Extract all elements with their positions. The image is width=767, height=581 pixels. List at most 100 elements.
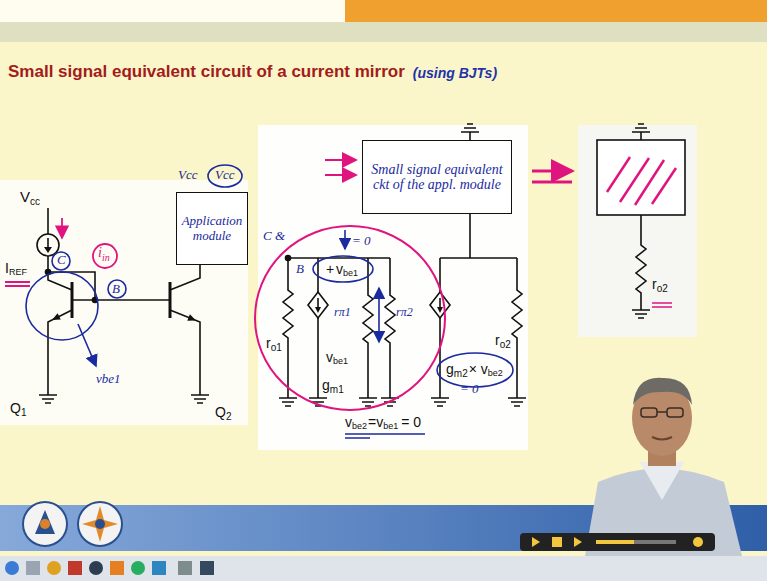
middle-handwriting-blue [313,230,513,438]
circuit-label: V [20,188,30,205]
right-equivalent [597,124,685,318]
presenter-video-part [640,462,684,500]
circuit-label: v [345,414,352,430]
circuit-label: r [652,276,657,292]
circuit-label: o2 [657,283,668,295]
small-signal-wires-part [437,307,443,313]
left-handwriting-pink [5,218,117,286]
logo-band-part [23,502,67,546]
equivalent-arrow-part [532,181,572,184]
handwritten-note: rπ1 [334,306,351,320]
presenter-video-part [633,378,692,405]
circuit-label: × v [469,361,488,377]
taskbar-part [131,561,145,575]
left-circuit-wires-part [170,265,200,290]
module-text: Small signal equivalent ckt of the appl.… [365,162,509,193]
circuit-label: REF [9,267,27,277]
left-circuit-wires-part [170,310,200,395]
handwritten-note: vbe1 [96,372,121,387]
small-signal-wires-part [308,292,328,318]
handwritten-note: Vcc [178,168,197,183]
handwritten-note: C & [263,229,285,244]
circuit-label: + [326,261,334,277]
logo-band-part [78,502,122,546]
small-signal-wires-part [359,398,377,406]
taskbar-part [5,561,19,575]
small-signal-wires-part [430,292,450,318]
taskbar-part [68,561,82,575]
circuit-label: I [5,260,9,276]
slide-title: Small signal equivalent circuit of a cur… [8,62,405,82]
hatching-part [607,157,676,205]
middle-handwriting-blue-part [344,230,346,249]
equivalent-arrow [532,171,572,182]
small-signal-wires-part [461,124,479,140]
circuit-label: g [446,361,454,377]
middle-handwriting-blue-part [345,434,425,438]
small-signal-wires-part [317,258,319,398]
circuit-label: v [336,261,343,277]
small-signal-wires-part [363,258,373,398]
left-circuit-wires-part [47,208,49,234]
hatching [607,157,676,307]
left-circuit-panel [0,180,248,425]
left-circuit-wires-part [72,299,170,301]
middle-handwriting-blue-part [313,256,373,282]
right-panel [578,125,697,337]
small-signal-wires-part [440,257,517,259]
presenter-video-part [652,437,672,440]
left-handwriting-pink-part [61,218,63,238]
small-signal-wires-part [512,258,522,398]
handwritten-note: i [98,245,102,261]
left-circuit-wires-part [52,313,61,320]
right-equivalent-part [632,124,650,140]
left-circuit-wires-part [48,310,72,395]
circuit-label: o1 [271,342,282,354]
left-handwriting-blue-part [26,272,98,340]
hatching-part [652,303,672,307]
left-handwriting-blue-part [208,165,242,187]
circuit-label: be1 [333,356,348,366]
media-controls-part [520,533,715,551]
circuit-label: 2 [226,411,232,423]
circuit-label: 1 [21,407,27,419]
left-handwriting-blue-part [52,252,70,270]
media-controls-part [596,540,676,544]
middle-handwriting-pink-part [325,174,356,176]
small-signal-wires-part [439,298,441,308]
presenter-video-part [641,408,657,417]
left-circuit-wires-part [48,272,72,290]
circuit-label: Q [215,404,226,420]
circuit-label: m2 [454,368,468,380]
left-handwriting-pink-part [5,282,30,286]
logo-band-part [40,519,50,529]
right-equivalent-part [632,310,650,318]
circuit-label: =v [368,414,383,430]
logo-band-part [35,510,55,534]
right-equivalent-part [597,140,685,215]
circuit-label: o2 [500,339,511,351]
media-controls-part [693,537,703,547]
media-controls-part [532,537,540,547]
module-text: Application module [179,214,245,243]
left-circuit-wires-part [191,395,209,403]
media-controls-part [552,537,562,547]
small-signal-wires-part [288,257,390,259]
right-panel-part [578,125,697,337]
left-circuit-wires-part [169,282,172,318]
middle-circuit-panel-part [258,125,528,450]
circuit-label: be1 [383,421,398,431]
logo-band-part [95,519,105,529]
circuit-label: = 0 [401,414,421,430]
left-handwriting-blue-part [108,280,126,298]
handwritten-note: Vcc [215,168,234,183]
left-handwriting-pink-part [93,244,117,268]
circuit-label: be2 [488,368,503,378]
middle-handwriting-pink-part [325,159,356,161]
small-signal-wires-part [279,398,297,406]
small-signal-wires-part [469,214,471,258]
circuit-label: g [322,377,330,393]
circuit-label: r [495,332,500,348]
